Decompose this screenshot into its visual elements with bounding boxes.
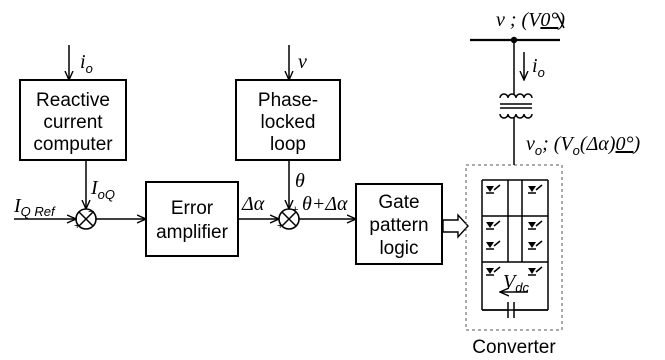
bus-voltage-label: v ; (V0°) (496, 9, 565, 31)
gate-logic-line1: Gate (378, 192, 419, 213)
gate-pattern-logic-block (355, 183, 443, 265)
delta-alpha-label: Δα (241, 193, 265, 215)
io-current-label: io (532, 55, 545, 80)
bus-angle-mark (556, 13, 565, 29)
phase-locked-loop-block (235, 79, 341, 161)
error-amplifier-line1: Error (171, 198, 214, 219)
sum1-plus-sign: + (74, 220, 80, 232)
switch-3 (486, 220, 501, 230)
pll-line2: locked (261, 112, 316, 133)
converter-voltage-label: vo; (Vo(Δα)0°) (526, 133, 640, 158)
switch-6 (528, 240, 543, 250)
switch-4 (528, 220, 543, 230)
io-input-label: io (80, 51, 93, 76)
sum2-plus-top: + (292, 204, 298, 216)
switch-8 (528, 266, 543, 276)
ioq-label: IoQ (90, 177, 115, 202)
switch-devices (486, 184, 543, 276)
reactive-current-computer-block (19, 79, 127, 161)
reactive-current-computer-line2: current (43, 112, 103, 133)
switch-1 (486, 184, 501, 194)
sum2-plus-left: + (277, 220, 283, 232)
coupling-transformer (499, 88, 533, 119)
reactive-current-computer-line1: Reactive (36, 90, 110, 111)
dc-capacitor (482, 302, 548, 318)
error-amplifier-line2: amplifier (156, 222, 228, 243)
gate-logic-line2: pattern (369, 215, 428, 236)
sum1-minus-sign: − (88, 206, 94, 218)
converter-bridge (481, 179, 549, 311)
vdc-label: Vdc (503, 271, 529, 295)
theta-label: θ (295, 170, 305, 192)
iq-ref-label: IQ Ref (13, 195, 56, 219)
pll-line1: Phase- (258, 90, 318, 111)
error-amplifier-block (145, 181, 239, 257)
pll-line3: loop (270, 134, 306, 155)
reactive-current-computer-line3: computer (33, 134, 113, 155)
switch-5 (486, 240, 501, 250)
v-input-label: v (298, 51, 307, 73)
gate-logic-line3: logic (379, 238, 418, 259)
converter-label: Converter (472, 337, 556, 358)
gate-signals-hollow-arrow (442, 213, 469, 239)
switch-7 (486, 266, 501, 276)
switch-2 (528, 184, 543, 194)
theta-plus-delta-alpha-label: θ+Δα (302, 193, 348, 215)
